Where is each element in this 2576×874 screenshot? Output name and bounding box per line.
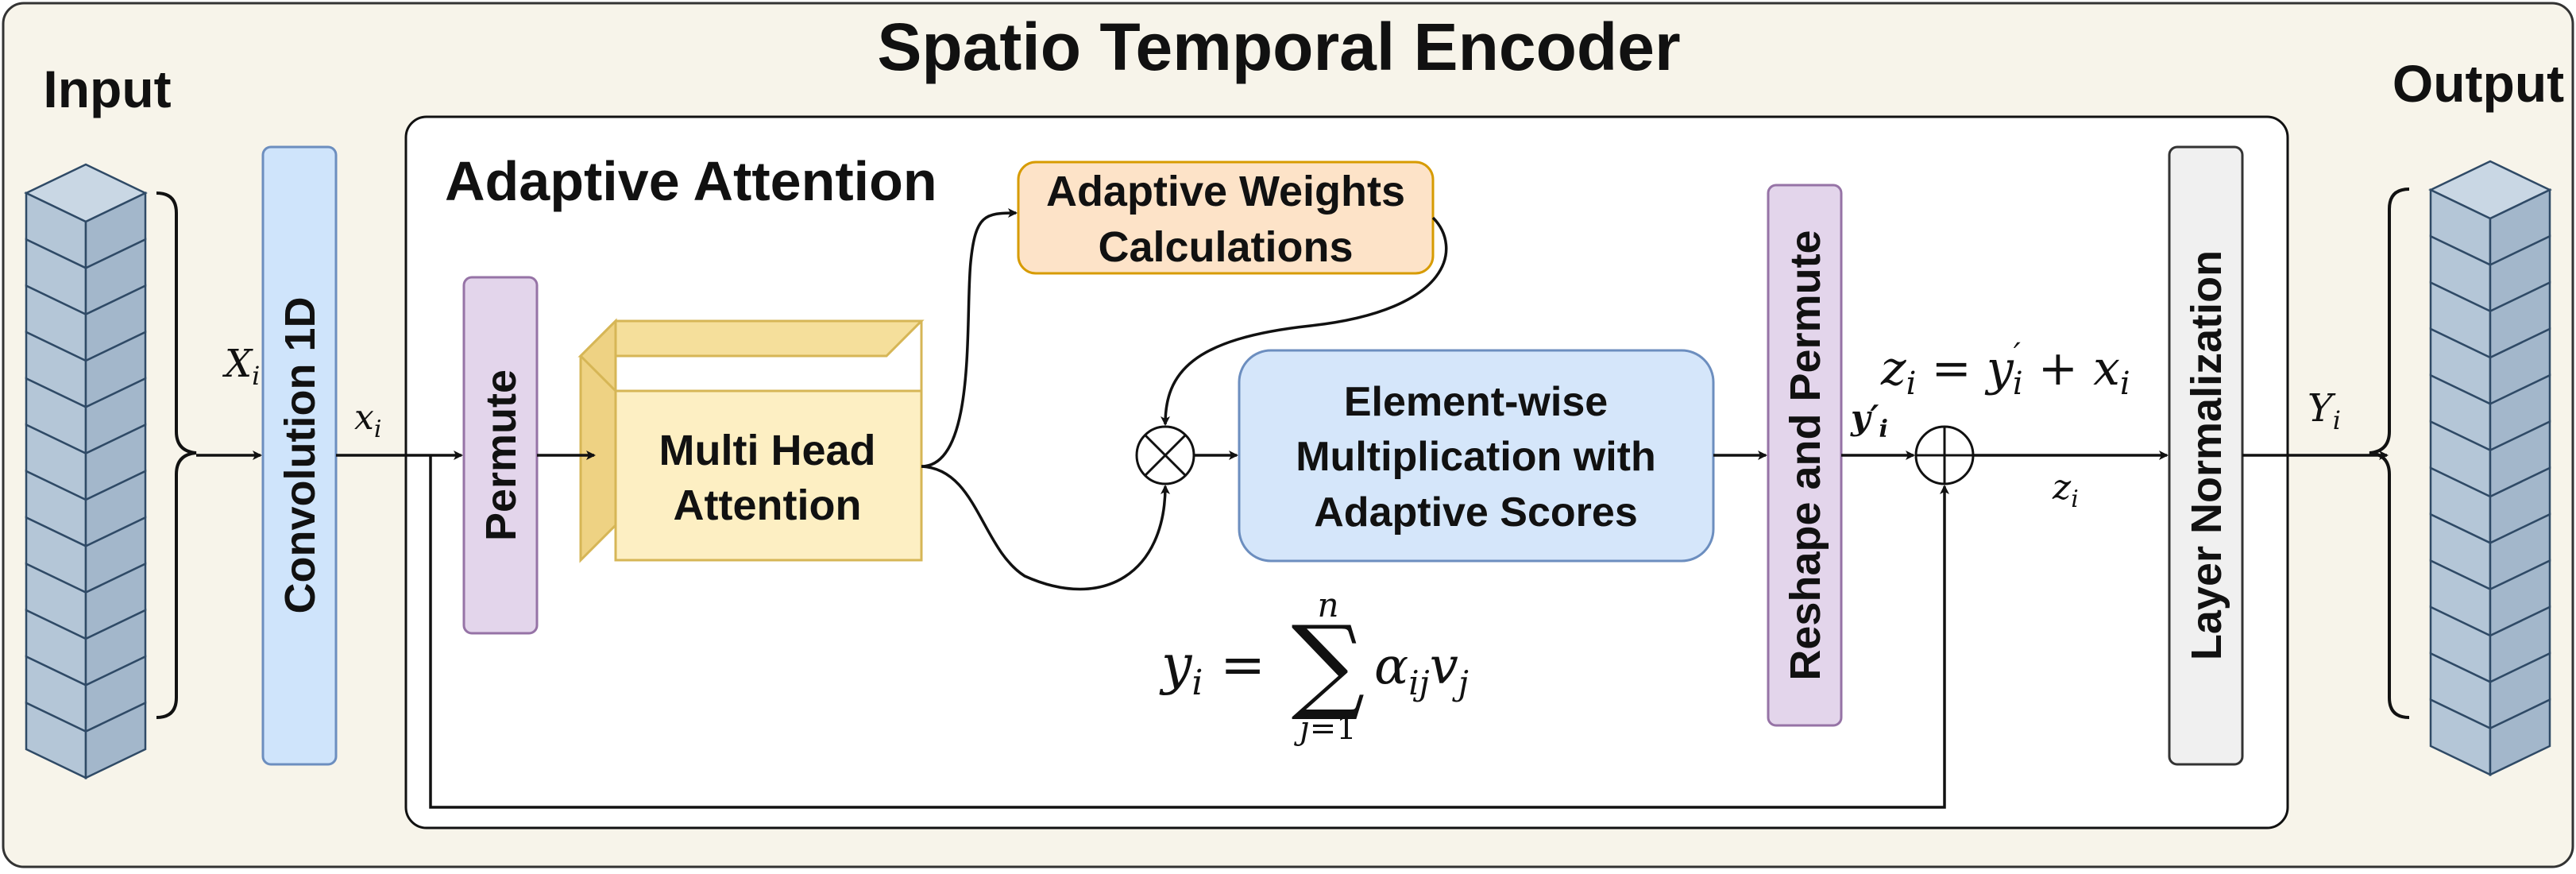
input-tensor-stack — [24, 163, 148, 779]
output-tensor-stack — [2428, 160, 2552, 776]
input-label: Input — [43, 60, 171, 118]
symbol-Y-i: Yi — [2308, 386, 2341, 435]
symbol-y-prime-i: y′i — [1850, 398, 1888, 443]
equation-residual: zi = y′i + xi — [1880, 337, 2130, 402]
symbol-X-i: Xi — [222, 342, 260, 391]
symbol-z-i: zi — [2052, 467, 2079, 513]
permute-label: Permute — [477, 369, 525, 541]
add-operator-icon — [1914, 425, 1975, 485]
mha-label-line2: Attention — [674, 481, 862, 529]
symbol-x-i: xi — [354, 397, 381, 443]
elementwise-line3: Adaptive Scores — [1314, 489, 1638, 536]
adaptive-weights-line1: Adaptive Weights — [1046, 168, 1405, 215]
layer-norm-label: Layer Normalization — [2183, 250, 2230, 660]
multi-head-attention-block — [577, 318, 925, 563]
reshape-permute-label: Reshape and Permute — [1782, 230, 1829, 680]
output-label: Output — [2393, 54, 2564, 113]
adaptive-attention-label: Adaptive Attention — [445, 150, 937, 212]
diagram-title: Spatio Temporal Encoder — [877, 10, 1680, 84]
svg-text:n: n — [1317, 586, 1338, 625]
connectors — [196, 208, 2389, 809]
mha-label-line1: Multi Head — [658, 427, 875, 474]
input-stack-cell-right — [84, 701, 147, 779]
svg-text:∑: ∑ — [1292, 603, 1365, 724]
output-brace — [2369, 188, 2410, 719]
equation-attention-sum: yi = ∑ n j=1 αijvj — [1159, 586, 1469, 747]
multiply-operator-icon — [1135, 425, 1195, 485]
svg-text:j=1: j=1 — [1293, 710, 1356, 747]
svg-text:yi =: yi = — [1159, 634, 1265, 703]
adaptive-weights-line2: Calculations — [1098, 223, 1353, 271]
input-brace — [156, 191, 197, 719]
elementwise-line2: Multiplication with — [1296, 434, 1656, 480]
convolution-label: Convolution 1D — [276, 297, 324, 614]
svg-text:αijvj: αijvj — [1374, 637, 1469, 702]
elementwise-line1: Element-wise — [1344, 379, 1608, 425]
output-stack-cell-right — [2489, 698, 2551, 776]
